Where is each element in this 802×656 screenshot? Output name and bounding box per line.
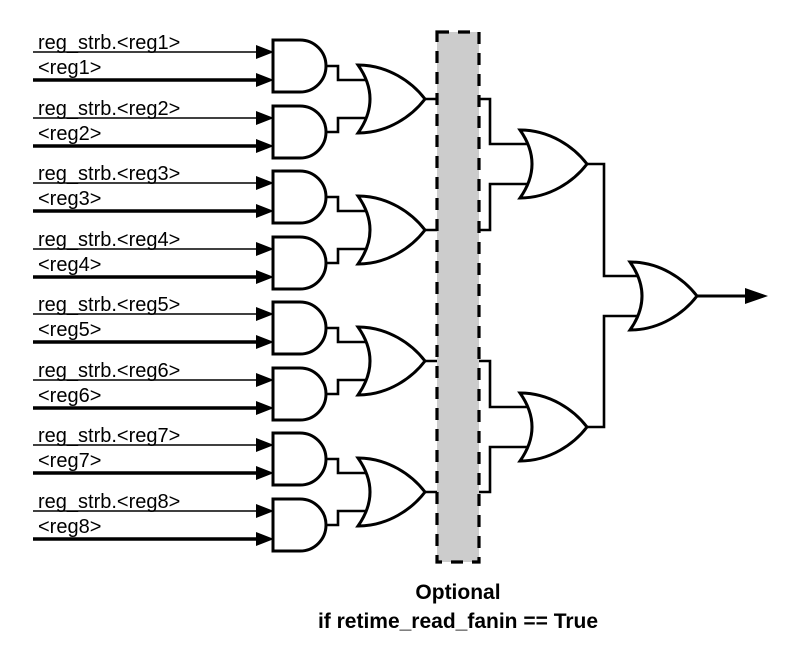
and-gate [271,235,328,291]
input-arrowhead-icon [256,111,274,125]
input-arrowhead-icon [256,139,274,153]
and-gate [271,104,328,160]
wire [326,326,374,344]
input-arrowhead-icon [256,176,274,190]
gates-layer [271,38,699,553]
optional-caption-line2: if retime_read_fanin == True [318,610,598,633]
input-arrowhead-icon [256,401,274,415]
input-arrowhead-icon [256,242,274,256]
input-label-data: <reg8> [38,516,101,538]
input-label-data: <reg6> [38,385,101,407]
input-label-strobe: reg_strb.<reg4> [38,229,180,251]
input-label-strobe: reg_strb.<reg1> [38,32,180,54]
and-gate [271,431,328,487]
input-label-data: <reg7> [38,450,101,472]
input-arrowhead-icon [256,532,274,546]
and-gate [271,497,328,553]
wire [326,116,374,134]
wire [587,314,646,429]
input-label-strobe: reg_strb.<reg8> [38,491,180,513]
optional-region-box [435,30,481,564]
wire [326,64,374,82]
or-gate-stage2 [355,456,427,528]
input-label-data: <reg2> [38,123,101,145]
wire [587,162,646,278]
input-arrowhead-icon [256,373,274,387]
or-gate-stage2 [355,63,427,135]
input-arrowhead-icon [256,270,274,284]
output-arrowhead-icon [745,288,768,304]
input-arrowhead-icon [256,307,274,321]
and-gate [271,300,328,356]
input-arrowhead-icon [256,466,274,480]
or-gate-stage2 [355,325,427,397]
or-gate-stage2 [355,194,427,266]
or-gate-stage3 [517,128,589,200]
and-gate [271,366,328,422]
input-label-data: <reg1> [38,57,101,79]
input-label-data: <reg3> [38,188,101,210]
input-arrowhead-icon [256,204,274,218]
wire [326,509,374,527]
input-label-strobe: reg_strb.<reg6> [38,360,180,382]
input-label-data: <reg5> [38,319,101,341]
input-arrowhead-icon [256,438,274,452]
input-arrowhead-icon [256,335,274,349]
or-gate-final [627,260,699,332]
labels-layer: reg_strb.<reg1> <reg1> reg_strb.<reg2> <reg… [38,32,180,538]
or-gate-stage3 [517,391,589,463]
wire [326,195,374,213]
wires-layer [33,51,746,541]
input-label-data: <reg4> [38,254,101,276]
wire [326,457,374,475]
input-label-strobe: reg_strb.<reg7> [38,425,180,447]
and-gate [271,38,328,94]
arrows-layer [256,45,768,546]
wire [326,378,374,396]
optional-caption-line1: Optional [415,581,500,604]
input-label-strobe: reg_strb.<reg3> [38,163,180,185]
input-label-strobe: reg_strb.<reg2> [38,98,180,120]
input-label-strobe: reg_strb.<reg5> [38,294,180,316]
wire [326,247,374,265]
input-arrowhead-icon [256,73,274,87]
input-arrowhead-icon [256,45,274,59]
and-gate [271,169,328,225]
input-arrowhead-icon [256,504,274,518]
